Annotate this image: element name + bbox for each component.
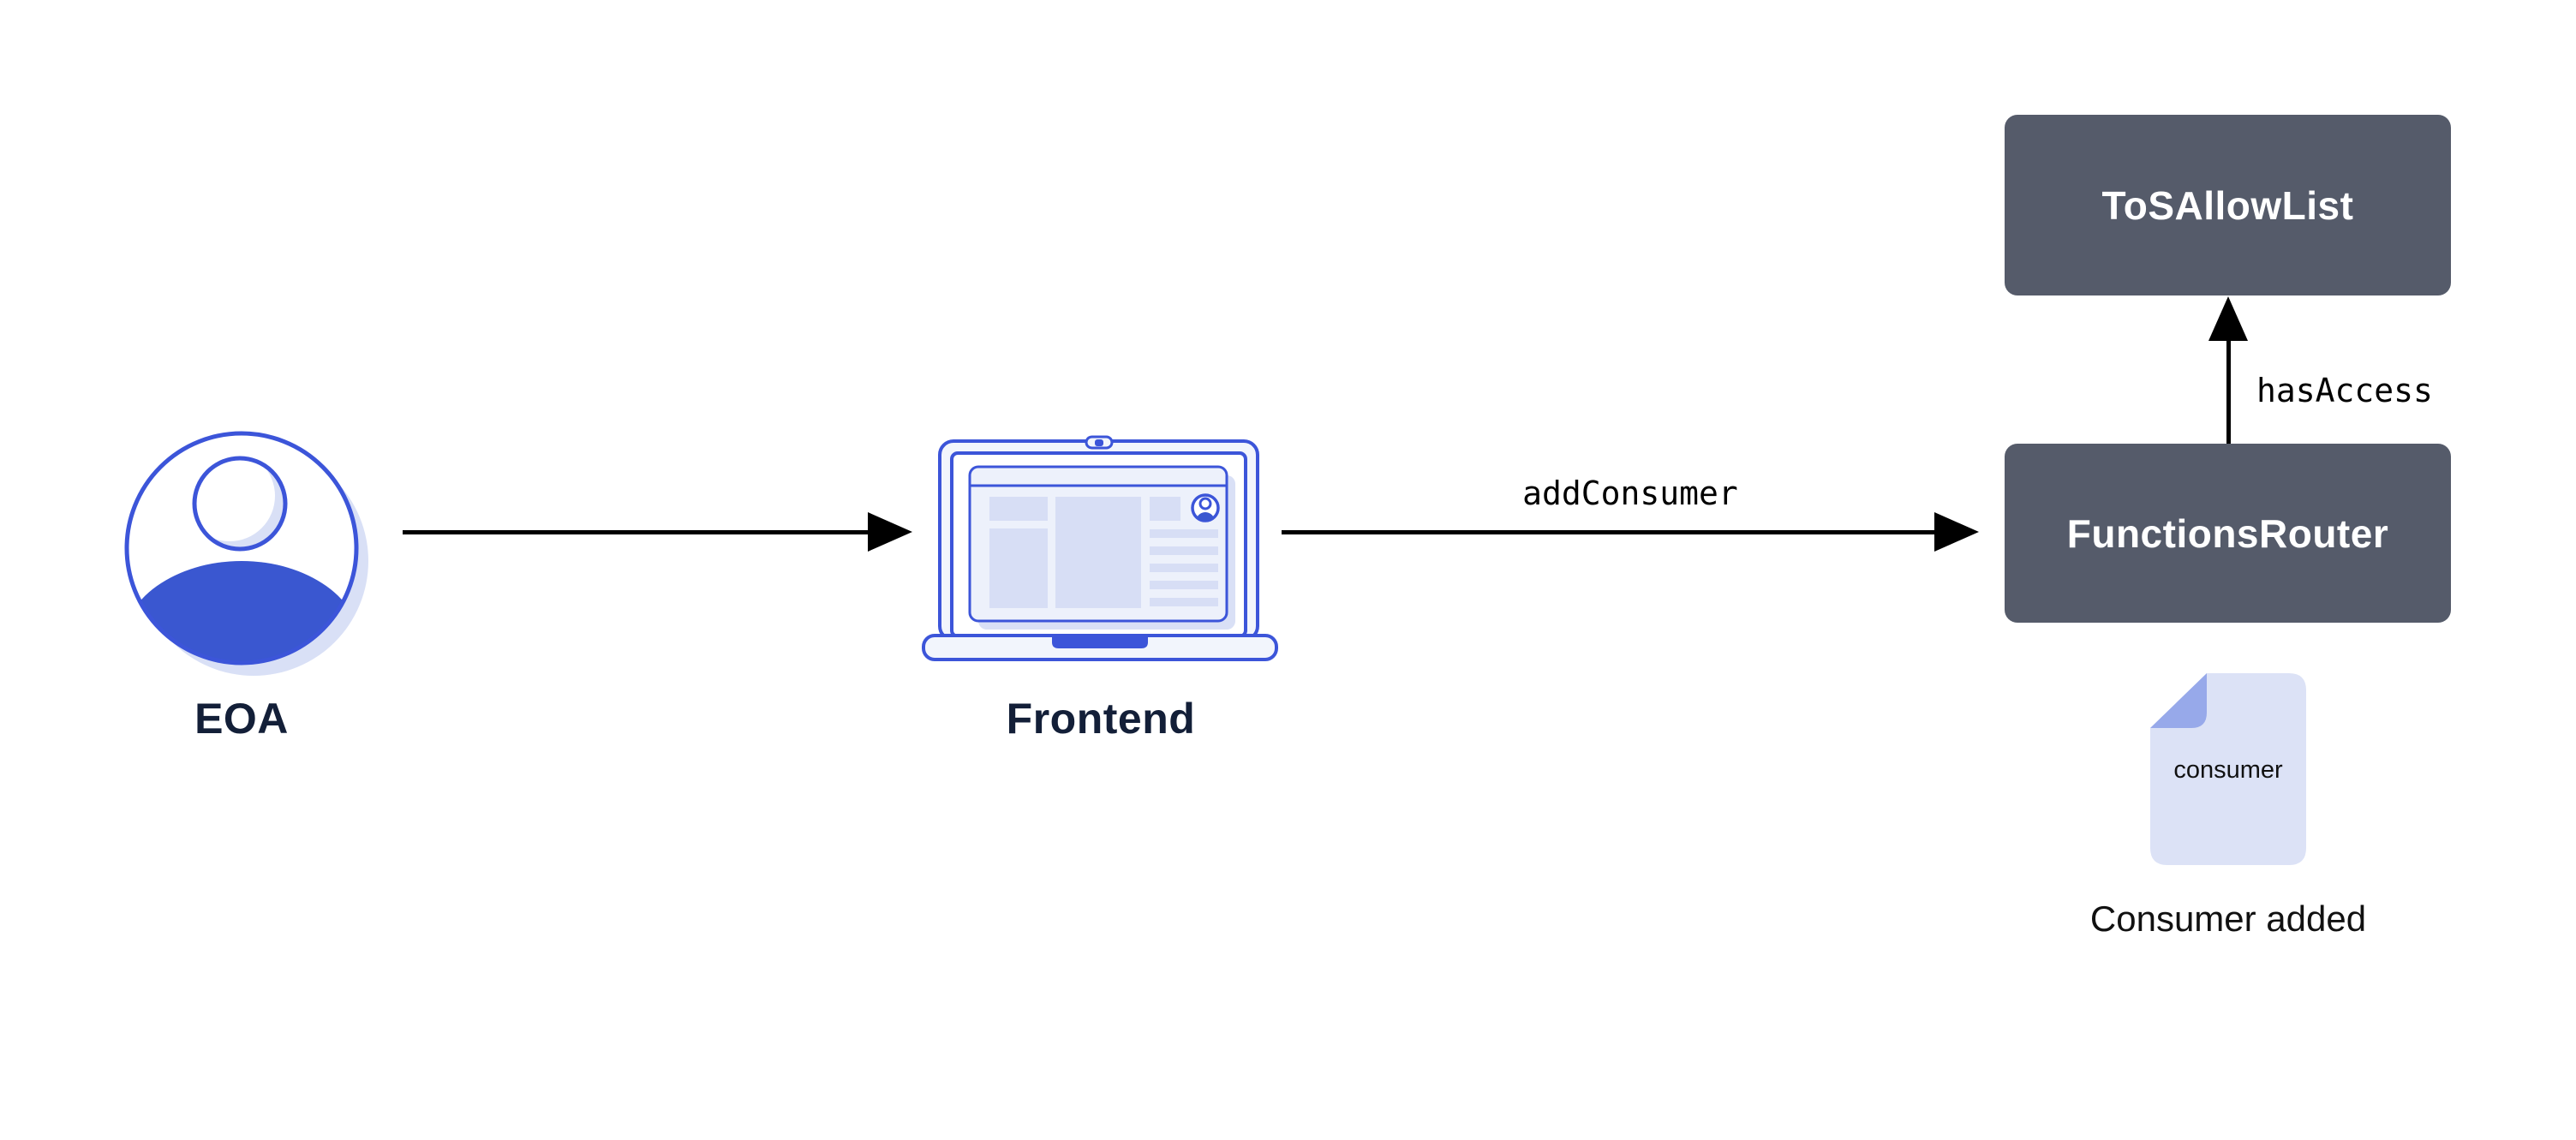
document-icon [2150,673,2306,865]
edge-frontend-to-router-arrowhead-icon [1934,512,1979,552]
artifact-consumer-file [2150,673,2306,865]
node-functions-router: FunctionsRouter [2005,444,2451,623]
edge-frontend-to-router-label: addConsumer [1522,475,1738,512]
edge-router-to-allowlist-label: hasAccess [2256,372,2433,409]
node-tos-allow-list: ToSAllowList [2005,115,2451,295]
node-frontend-label: Frontend [1006,695,1196,743]
edge-router-to-allowlist-line [2226,339,2231,444]
artifact-caption: Consumer added [2089,898,2367,939]
user-icon [124,431,368,676]
laptop-icon [922,435,1278,661]
artifact-file-label: consumer [2173,756,2283,784]
edge-frontend-to-router-line [1282,530,1936,534]
edge-router-to-allowlist-arrowhead-icon [2208,296,2248,341]
node-functions-router-label: FunctionsRouter [2066,510,2389,556]
node-eoa [113,420,370,677]
avatar-icon [1191,493,1220,522]
edge-eoa-to-frontend-arrowhead-icon [868,512,912,552]
edge-eoa-to-frontend-line [403,530,870,534]
node-eoa-label: EOA [194,695,289,743]
node-tos-allow-list-label: ToSAllowList [2101,182,2354,228]
node-frontend [921,433,1281,664]
